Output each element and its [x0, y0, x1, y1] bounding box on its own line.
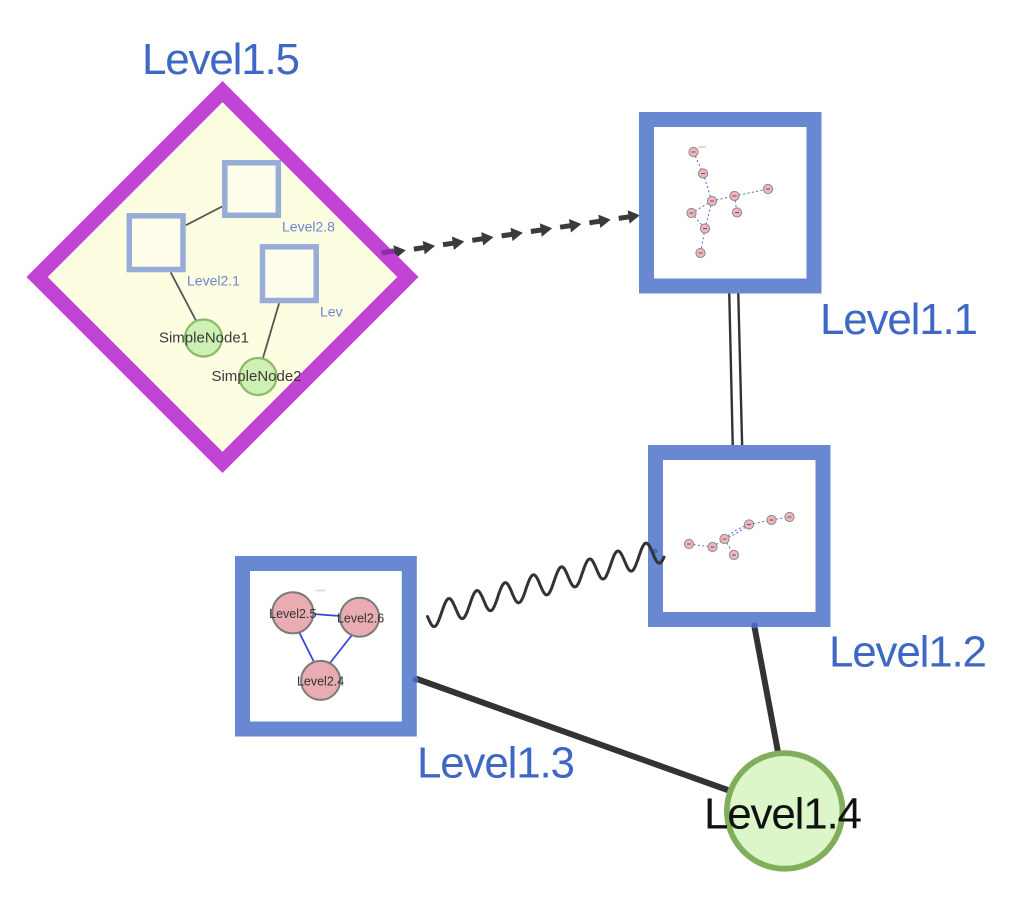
- svg-text:Level2.1: Level2.1: [187, 273, 240, 289]
- svg-text:Level2.6: Level2.6: [337, 612, 384, 626]
- svg-text:Level1.5: Level1.5: [142, 35, 299, 84]
- svg-text:Level1.2: Level1.2: [829, 628, 986, 677]
- svg-text:Level2.5: Level2.5: [269, 607, 316, 621]
- svg-text:SimpleNode1: SimpleNode1: [159, 330, 249, 347]
- svg-text:SimpleNode2: SimpleNode2: [211, 368, 301, 385]
- svg-text:Level1.1: Level1.1: [820, 295, 977, 344]
- svg-text:Lev: Lev: [320, 304, 343, 320]
- svg-text:Level2.4: Level2.4: [297, 675, 344, 689]
- svg-text:Level1.4: Level1.4: [704, 790, 861, 839]
- svg-text:Level2.8: Level2.8: [282, 219, 335, 235]
- svg-text:Level1.3: Level1.3: [417, 739, 574, 788]
